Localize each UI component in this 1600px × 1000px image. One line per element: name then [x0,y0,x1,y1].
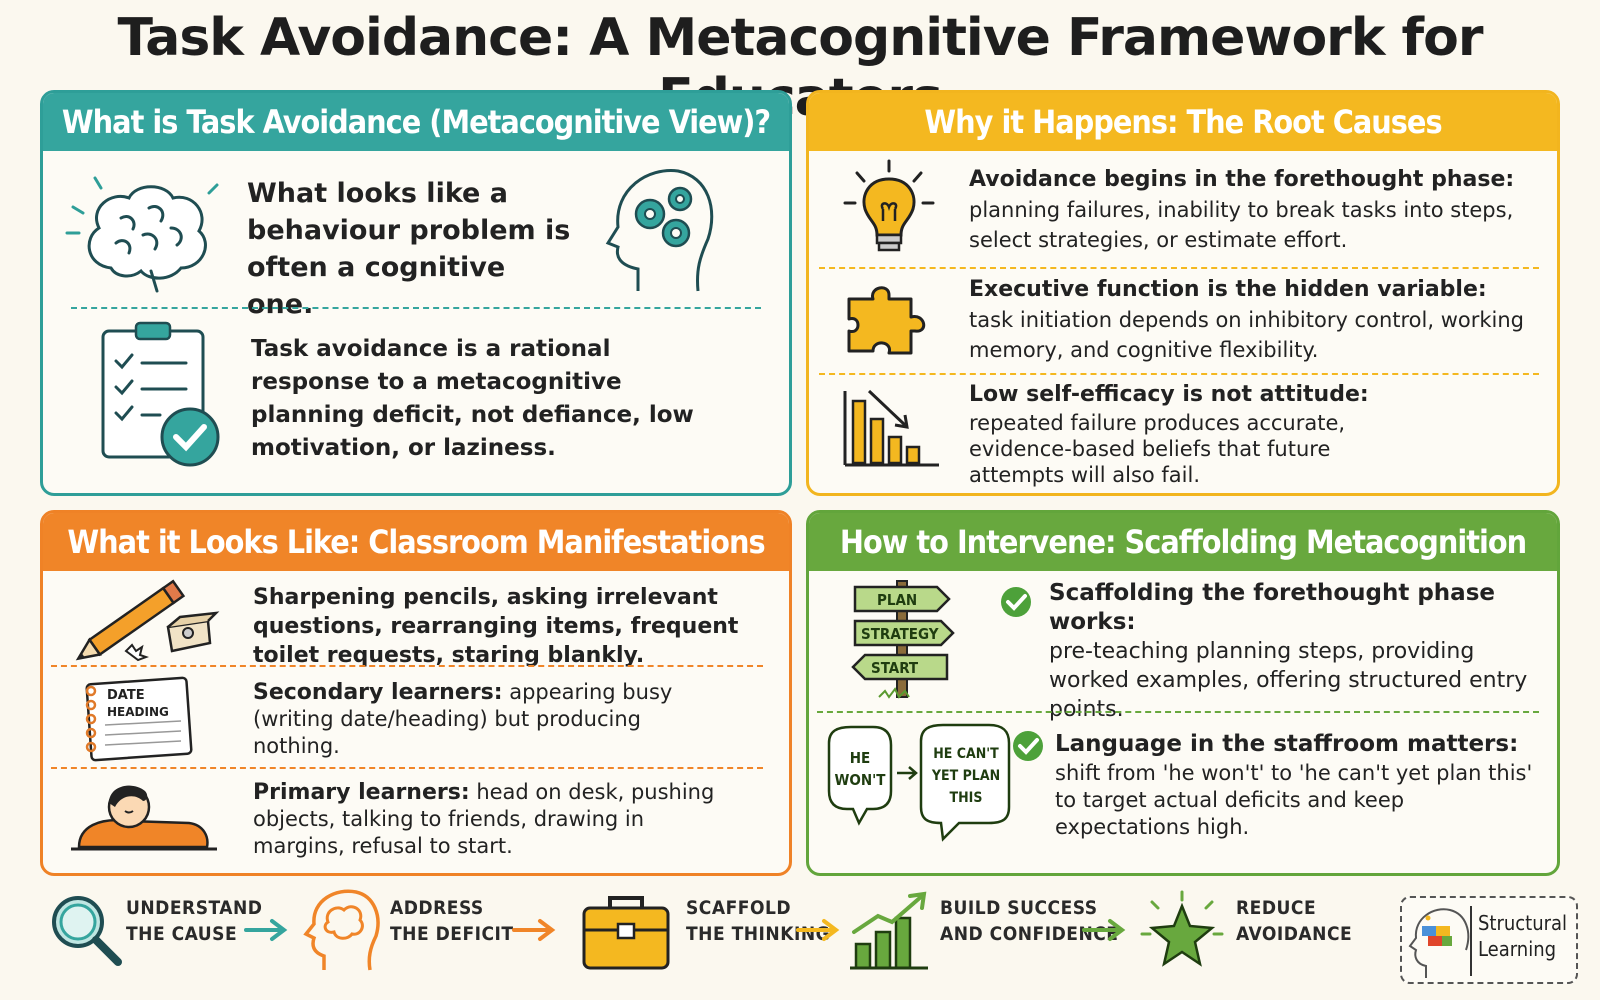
structural-learning-logo: Structural Learning [1400,896,1578,984]
root-cause-1: Avoidance begins in the forethought phas… [969,167,1515,252]
panel-heading: Why it Happens: The Root Causes [809,93,1557,151]
pencil-sharpener-icon [75,579,220,662]
checklist-icon [101,321,220,467]
intervention-1: Scaffolding the forethought phase works:… [1049,580,1528,722]
manifestation-primary: Primary learners: head on desk, pushing … [253,780,715,858]
panel-heading: What it Looks Like: Classroom Manifestat… [43,513,789,571]
check-icon [1013,731,1043,761]
arrow-right-icon [244,919,288,941]
panel-why: Why it Happens: The Root Causes Avoidanc… [806,90,1560,496]
root-cause-2: Executive function is the hidden variabl… [969,277,1524,362]
bubble-he-cant-yet: HE CAN'T YET PLAN THIS [931,746,1001,806]
divider [817,711,1539,713]
divider [51,767,763,769]
notebook-date-label: DATE [107,688,145,703]
logo-divider [1470,906,1472,976]
notebook-icon: DATE HEADING [85,676,193,762]
key-statement: Task avoidance is a rational response to… [251,336,694,461]
divider [819,373,1539,375]
declining-chart-icon [843,389,939,467]
sign-start: START [871,659,919,677]
magnifier-icon [52,896,122,966]
bubble-he-wont: HE WON'T [834,749,886,789]
intervention-2: Language in the staffroom matters: shift… [1055,731,1533,839]
arrow-right-icon [796,919,840,941]
panel-heading: What is Task Avoidance (Metacognitive Vi… [43,93,789,151]
manifestation-general: Sharpening pencils, asking irrelevant qu… [253,585,739,668]
head-gears-icon [605,169,714,292]
sign-strategy: STRATEGY [861,625,939,643]
divider [51,665,763,667]
sign-plan: PLAN [877,591,917,609]
manifestation-secondary: Secondary learners: appearing busy (writ… [253,680,673,758]
puzzle-icon [847,286,926,355]
lightbulb-icon [843,159,935,252]
panel-looks-like: What it Looks Like: Classroom Manifestat… [40,510,792,876]
brain-head-icon [303,889,380,971]
notebook-heading-label: HEADING [107,705,169,719]
growth-chart-icon [850,891,928,970]
divider [71,307,761,309]
check-icon [1001,587,1031,617]
logo-head-icon [1408,908,1470,978]
root-cause-3: Low self-efficacy is not attitude: repea… [969,382,1369,487]
star-icon [1140,890,1224,967]
key-statement: What looks like a behaviour problem is o… [247,178,571,320]
divider [819,267,1539,269]
panel-what-is: What is Task Avoidance (Metacognitive Vi… [40,90,792,496]
panel-intervene: How to Intervene: Scaffolding Metacognit… [806,510,1560,876]
logo-text: Structural Learning [1478,911,1568,961]
speech-bubbles-icon: HE WON'T HE CAN'T YET PLAN THIS [827,723,1011,842]
brain-icon [65,176,219,293]
sleeping-student-icon [71,785,217,851]
signpost-icon: PLAN STRATEGY START [851,580,955,699]
arrow-right-icon [1082,919,1126,941]
panel-heading: How to Intervene: Scaffolding Metacognit… [809,513,1557,571]
arrow-right-icon [512,919,556,941]
toolbox-icon [582,896,670,970]
